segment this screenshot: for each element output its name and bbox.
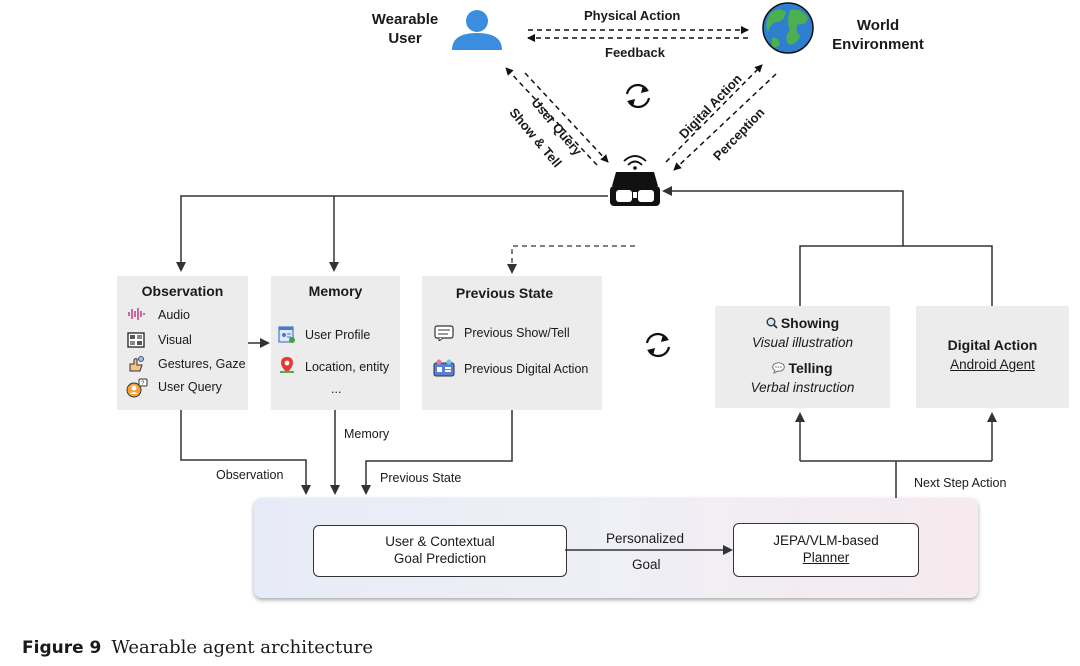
smart-glasses-icon bbox=[610, 155, 660, 206]
magnifier-icon bbox=[766, 316, 778, 332]
visual-image-icon bbox=[127, 332, 145, 348]
user-icon bbox=[452, 10, 502, 50]
memory-title: Memory bbox=[308, 283, 363, 299]
figure-caption-text: Wearable agent architecture bbox=[111, 637, 374, 658]
previous-state-flow-line bbox=[361, 410, 513, 495]
world-environment-label: World Environment bbox=[828, 16, 928, 54]
telling-heading: Telling bbox=[715, 360, 890, 377]
physical-action-label: Physical Action bbox=[584, 8, 681, 23]
planner-line2: Planner bbox=[802, 550, 850, 565]
previous-digital-action-item: Previous Digital Action bbox=[464, 362, 589, 376]
goal-prediction-line1: User & Contextual bbox=[385, 534, 495, 549]
previous-state-flow-label: Previous State bbox=[380, 471, 462, 485]
glasses-to-observation-line bbox=[176, 195, 608, 272]
observation-item-gestures-gaze: Gestures, Gaze bbox=[158, 357, 246, 371]
world-environment-line2: Environment bbox=[832, 36, 924, 53]
personalized-label: Personalized bbox=[606, 531, 685, 546]
svg-text:?: ? bbox=[141, 381, 145, 387]
showing-heading: Showing bbox=[715, 315, 890, 332]
actions-to-glasses-line bbox=[662, 186, 904, 246]
figure-caption: Figure 9 Wearable agent architecture bbox=[22, 637, 373, 658]
world-environment-line1: World bbox=[856, 17, 900, 34]
location-pin-icon bbox=[279, 356, 295, 374]
memory-box: Memory User Profile Location, entity ... bbox=[271, 276, 400, 410]
show-tell-arrow bbox=[505, 67, 598, 166]
goal-prediction-line2: Goal Prediction bbox=[393, 551, 487, 566]
figure-number: Figure 9 bbox=[22, 638, 102, 658]
memory-item-location-entity: Location, entity bbox=[305, 360, 390, 374]
showing-telling-box: Showing Visual illustration Telling Verb… bbox=[715, 306, 890, 408]
android-agent-label: Android Agent bbox=[950, 357, 1035, 372]
chat-bubble-icon bbox=[434, 325, 454, 342]
gesture-hand-icon bbox=[127, 355, 145, 373]
wearable-user-line2: User bbox=[388, 30, 422, 47]
observation-title: Observation bbox=[141, 283, 224, 299]
observation-box: Observation Audio Visual Gestures, Gaze … bbox=[117, 276, 248, 410]
user-profile-icon bbox=[278, 326, 296, 344]
memory-item-user-profile: User Profile bbox=[305, 328, 371, 342]
digital-action-title: Digital Action bbox=[947, 337, 1038, 353]
goal-arrow bbox=[565, 545, 733, 555]
audio-wave-icon bbox=[127, 307, 147, 321]
previous-state-box: Previous State Previous Show/Tell Previo… bbox=[422, 276, 602, 410]
planner-line1: JEPA/VLM-based bbox=[773, 533, 879, 548]
feedback-label: Feedback bbox=[605, 45, 665, 60]
showing-subtitle: Visual illustration bbox=[751, 335, 854, 350]
digital-action-box: Digital Action Android Agent bbox=[916, 306, 1069, 408]
user-query-icon: ? bbox=[126, 378, 148, 398]
observation-flow-line bbox=[180, 410, 311, 495]
next-step-action-label: Next Step Action bbox=[914, 476, 1007, 490]
wearable-user-line1: Wearable bbox=[371, 11, 439, 28]
glasses-to-previous-state-line bbox=[507, 245, 635, 274]
user-query-arrow bbox=[524, 72, 609, 163]
showing-title: Showing bbox=[780, 315, 840, 331]
memory-item-ellipsis: ... bbox=[331, 382, 342, 396]
observation-item-visual: Visual bbox=[158, 333, 192, 347]
refresh-icon bbox=[625, 83, 651, 109]
digital-action-arrow bbox=[665, 64, 763, 163]
telling-subtitle: Verbal instruction bbox=[750, 380, 855, 395]
telling-title: Telling bbox=[788, 360, 833, 376]
refresh-icon-middle bbox=[645, 332, 671, 358]
goal-label: Goal bbox=[632, 557, 661, 572]
previous-state-title: Previous State bbox=[455, 285, 554, 301]
observation-item-user-query: User Query bbox=[158, 380, 222, 394]
observation-flow-label: Observation bbox=[216, 468, 284, 482]
memory-flow-label: Memory bbox=[344, 427, 390, 441]
actions-join-line bbox=[799, 245, 993, 306]
wearable-user-label: Wearable User bbox=[362, 10, 448, 48]
globe-icon bbox=[762, 2, 814, 54]
planner-box: JEPA/VLM-based Planner bbox=[733, 523, 919, 577]
observation-item-audio: Audio bbox=[158, 308, 190, 322]
goal-prediction-box: User & Contextual Goal Prediction bbox=[313, 525, 567, 577]
speech-bubble-icon bbox=[772, 361, 786, 377]
digital-action-history-icon bbox=[433, 359, 455, 379]
previous-show-tell-item: Previous Show/Tell bbox=[464, 326, 570, 340]
